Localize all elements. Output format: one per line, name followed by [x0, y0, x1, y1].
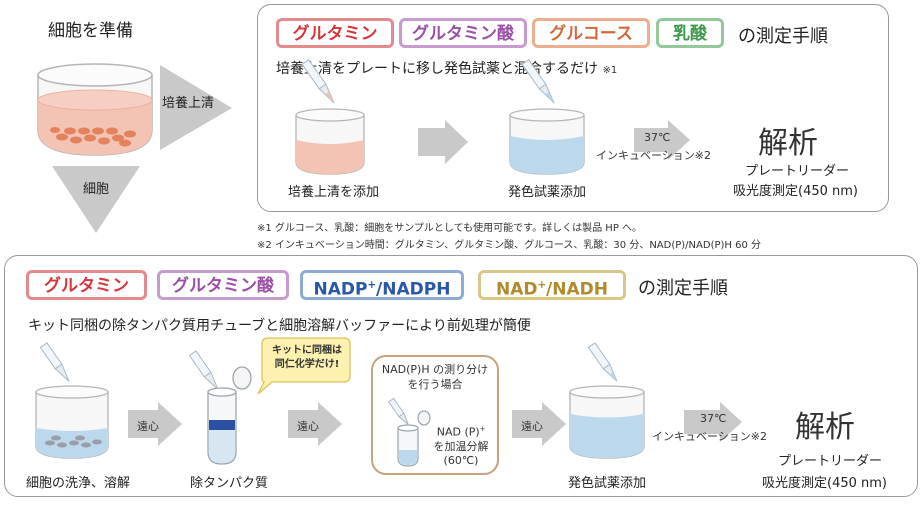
top-subtitle-note: ※1 — [602, 65, 618, 76]
optional-nad-text: NAD (P) — [436, 425, 480, 439]
bottom-analysis-plate-reader: プレートリーダー — [778, 454, 883, 469]
bottom-heading-tail: の測定手順 — [638, 278, 728, 299]
bottom-analysis-title: 解析 — [795, 410, 855, 445]
badge-nadph-text: /NADPH — [376, 279, 451, 300]
bottom-subtitle: キット同梱の除タンパク質用チューブと細胞溶解バッファーにより前処理が簡便 — [28, 318, 531, 334]
badge-nadp-sup: + — [367, 280, 377, 291]
badge-glutamic-acid-bottom: グルタミン酸 — [157, 270, 289, 300]
optional-nad-line: NAD (P)+ — [424, 422, 498, 440]
top-incubation-temp: 37℃ — [644, 131, 671, 144]
optional-heat-line2: (60℃) — [443, 453, 479, 467]
bottom-step3-label: 発色試薬添加 — [568, 476, 647, 491]
kit-bubble-line2: 同仁化学だけ! — [274, 359, 340, 370]
top-subtitle-text: 培養上清をプレートに移し発色試薬と混合するだけ — [276, 61, 598, 77]
badge-glutamic-acid: グルタミン酸 — [399, 18, 527, 48]
optional-nad-sup: + — [479, 425, 486, 433]
badge-lactate: 乳酸 — [656, 18, 724, 48]
top-step2-label: 発色試薬添加 — [508, 185, 587, 200]
bottom-step2-label: 除タンパク質 — [190, 476, 269, 491]
badge-glucose: グルコース — [532, 18, 650, 48]
supernatant-label: 培養上清 — [162, 96, 215, 111]
optional-heat-text: NAD (P)+ を加温分解 (60℃) — [424, 422, 498, 468]
top-incubation-label: インキュベーション※2 — [596, 149, 711, 162]
badge-nadp-nadph: NADP+/NADPH — [300, 270, 464, 300]
badge-nad-nadh: NAD+/NADH — [478, 270, 626, 300]
badge-nad-sup: + — [537, 280, 547, 291]
badge-glutamine: グルタミン — [276, 18, 394, 48]
top-analysis-plate-reader: プレートリーダー — [745, 164, 850, 179]
top-analysis-absorbance: 吸光度測定(450 nm) — [733, 184, 858, 199]
prepare-cells-title: 細胞を準備 — [48, 21, 133, 41]
bottom-analysis-absorbance: 吸光度測定(450 nm) — [762, 476, 887, 491]
optional-line2: を行う場合 — [407, 378, 463, 391]
badge-nad-text: NAD — [496, 279, 538, 300]
bottom-step1-label: 細胞の洗浄、溶解 — [26, 476, 131, 491]
cells-label: 細胞 — [83, 182, 110, 197]
centrifuge-label-3: 遠心 — [521, 420, 543, 433]
top-step1-label: 培養上清を添加 — [288, 185, 380, 200]
centrifuge-label-1: 遠心 — [137, 420, 159, 433]
footnote-2: ※2 インキュベーション時間：グルタミン、グルタミン酸、グルコース、乳酸：30 … — [257, 240, 762, 251]
badge-nadp-text: NADP — [313, 279, 368, 300]
footnote-1: ※1 グルコース、乳酸：細胞をサンプルとしても使用可能です。詳しくは製品 HP … — [257, 223, 643, 234]
bottom-incubation-temp: 37℃ — [700, 412, 727, 425]
kit-bubble-line1: キットに同梱は — [272, 345, 342, 356]
top-subtitle: 培養上清をプレートに移し発色試薬と混合するだけ ※1 — [276, 58, 617, 78]
optional-heat-line1: を加温分解 — [433, 439, 489, 453]
optional-line1: NAD(P)H の測り分け — [381, 363, 489, 376]
kit-bubble-text: キットに同梱は 同仁化学だけ! — [264, 344, 350, 372]
top-heading-tail: の測定手順 — [738, 26, 828, 47]
optional-step-heading: NAD(P)H の測り分け を行う場合 — [372, 362, 498, 392]
badge-glutamine-bottom: グルタミン — [26, 270, 147, 300]
centrifuge-label-2: 遠心 — [297, 420, 319, 433]
bottom-incubation-label: インキュベーション※2 — [652, 430, 767, 443]
badge-nadh-text: /NADH — [546, 279, 608, 300]
top-analysis-title: 解析 — [758, 126, 818, 161]
